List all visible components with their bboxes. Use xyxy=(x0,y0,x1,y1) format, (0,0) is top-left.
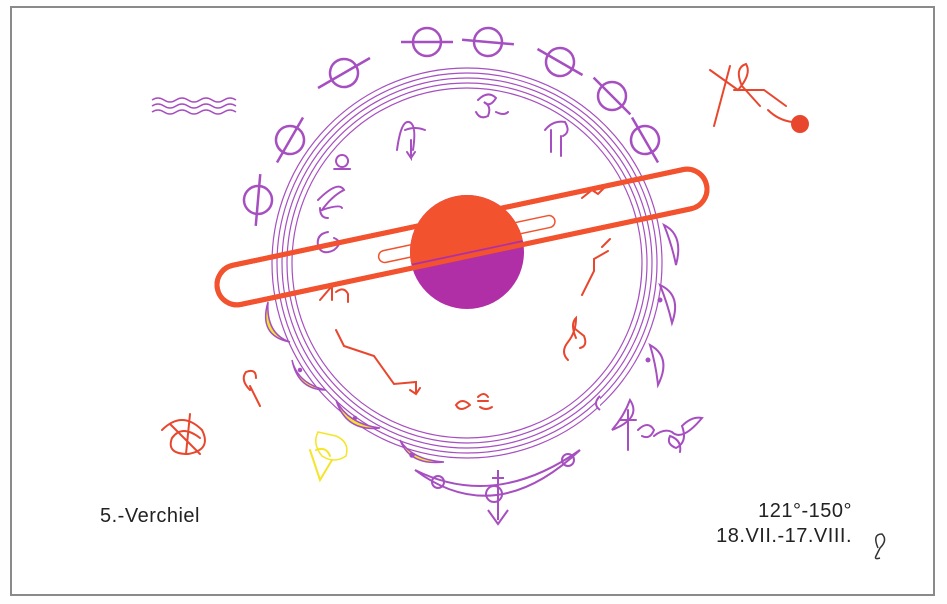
date-range: 18.VII.-17.VIII. xyxy=(716,525,852,548)
degree-range: 121°-150° xyxy=(758,500,852,523)
top-right-sigil xyxy=(710,64,808,132)
wavy-lines-icon xyxy=(152,98,236,114)
plate-name: 5.-Verchiel xyxy=(100,505,200,528)
yellow-crescents xyxy=(266,302,444,463)
crescent-moon-icons xyxy=(596,225,678,430)
central-sphere xyxy=(378,195,557,309)
leo-sign-icon xyxy=(876,534,885,559)
lower-left-sigils xyxy=(162,371,332,480)
